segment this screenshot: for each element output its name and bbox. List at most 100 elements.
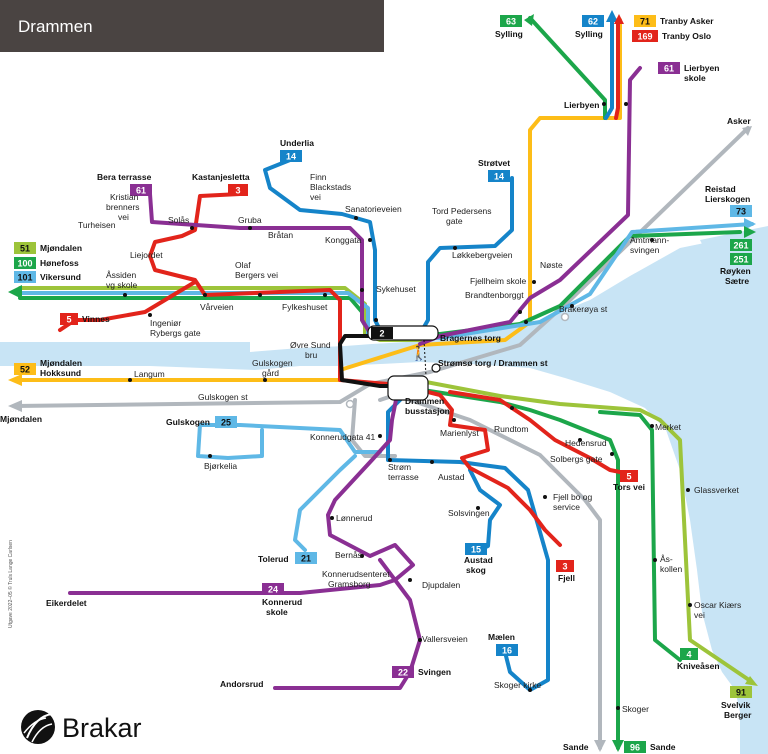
svg-text:100: 100 bbox=[17, 259, 32, 269]
badge-96: 96 bbox=[624, 741, 646, 753]
svg-text:Konggata: Konggata bbox=[325, 235, 362, 245]
svg-text:Rundtom: Rundtom bbox=[494, 424, 529, 434]
svg-text:61: 61 bbox=[136, 186, 146, 196]
svg-text:Kniveåsen: Kniveåsen bbox=[677, 661, 720, 671]
svg-text:Merket: Merket bbox=[655, 422, 682, 432]
svg-text:Gruba: Gruba bbox=[238, 215, 262, 225]
svg-text:Glassverket: Glassverket bbox=[694, 485, 740, 495]
arrow-south-icon bbox=[594, 740, 606, 752]
svg-text:Marienlyst: Marienlyst bbox=[440, 428, 479, 438]
header-title: Drammen bbox=[18, 17, 93, 36]
svg-text:Gulskogen: Gulskogen bbox=[166, 417, 210, 427]
svg-text:Vallersveien: Vallersveien bbox=[422, 634, 468, 644]
svg-text:vei: vei bbox=[694, 610, 705, 620]
badge-16: 16 bbox=[496, 644, 518, 656]
arrow-north-icon bbox=[524, 14, 534, 26]
svg-text:Tord Pedersens: Tord Pedersens bbox=[432, 206, 492, 216]
badge-2: 2 bbox=[371, 327, 393, 339]
svg-text:4: 4 bbox=[686, 650, 691, 660]
svg-text:Lierbyen: Lierbyen bbox=[684, 63, 719, 73]
svg-text:Kristian: Kristian bbox=[110, 192, 139, 202]
badge-63: 63 bbox=[500, 15, 522, 27]
badge-5-torsvei: 5 bbox=[620, 470, 638, 482]
svg-text:Asker: Asker bbox=[727, 116, 751, 126]
svg-text:Nøste: Nøste bbox=[540, 260, 563, 270]
svg-text:Mjøndalen: Mjøndalen bbox=[40, 243, 82, 253]
arrow-north-icon bbox=[614, 14, 624, 24]
svg-text:Ås-: Ås- bbox=[660, 554, 673, 564]
credit-text: Utgave 2022–05 © Truls Lange Carlsen bbox=[7, 540, 14, 628]
arrow-east-icon bbox=[744, 226, 756, 238]
svg-text:73: 73 bbox=[736, 207, 746, 217]
svg-text:Gramsborg: Gramsborg bbox=[328, 579, 371, 589]
svg-text:Andorsrud: Andorsrud bbox=[220, 679, 263, 689]
route-badges: 63 62 71 169 61 73 261 251 51 100 101 52… bbox=[14, 15, 752, 753]
svg-text:2: 2 bbox=[379, 329, 384, 339]
svg-text:Gulskogen st: Gulskogen st bbox=[198, 392, 248, 402]
svg-text:Fjell: Fjell bbox=[558, 573, 575, 583]
line-gray-konnerud bbox=[350, 398, 397, 458]
svg-text:62: 62 bbox=[588, 17, 598, 27]
svg-text:Fylkeshuset: Fylkeshuset bbox=[282, 302, 328, 312]
svg-text:101: 101 bbox=[17, 273, 32, 283]
svg-text:Fjell bo og: Fjell bo og bbox=[553, 492, 592, 502]
terminal-arrows bbox=[8, 10, 758, 752]
svg-text:kollen: kollen bbox=[660, 564, 682, 574]
badge-52: 52 bbox=[14, 363, 36, 375]
arrow-west-icon bbox=[8, 400, 22, 412]
badge-25: 25 bbox=[215, 416, 237, 428]
svg-text:Konnerud: Konnerud bbox=[262, 597, 302, 607]
arrow-west-icon bbox=[8, 285, 22, 299]
svg-text:15: 15 bbox=[471, 545, 481, 555]
svg-text:21: 21 bbox=[301, 554, 311, 564]
arrow-north-icon bbox=[606, 10, 618, 22]
svg-text:3: 3 bbox=[562, 562, 567, 572]
svg-text:Strømsø torg / Drammen st: Strømsø torg / Drammen st bbox=[438, 358, 548, 368]
svg-text:brenners: brenners bbox=[106, 202, 140, 212]
svg-text:Solås: Solås bbox=[168, 215, 189, 225]
svg-text:22: 22 bbox=[398, 668, 408, 678]
hub-gulskogen-st bbox=[345, 399, 355, 409]
svg-text:Mælen: Mælen bbox=[488, 632, 515, 642]
hub-drammen-busstasjon bbox=[387, 375, 429, 401]
svg-text:261: 261 bbox=[733, 241, 748, 251]
stop-labels: Finn Blackstads vei Sanatorieveien Kongg… bbox=[78, 172, 741, 714]
svg-text:Oscar Kiærs: Oscar Kiærs bbox=[694, 600, 741, 610]
svg-text:169: 169 bbox=[637, 32, 652, 42]
svg-text:Sylling: Sylling bbox=[495, 29, 523, 39]
svg-text:Bragernes torg: Bragernes torg bbox=[440, 333, 501, 343]
svg-text:Sylling: Sylling bbox=[575, 29, 603, 39]
svg-text:Gulskogen: Gulskogen bbox=[252, 358, 293, 368]
badge-21: 21 bbox=[295, 552, 317, 564]
svg-text:Underlia: Underlia bbox=[280, 138, 314, 148]
svg-text:Langum: Langum bbox=[134, 369, 165, 379]
svg-text:Tors vei: Tors vei bbox=[613, 482, 645, 492]
svg-text:Bjørkelia: Bjørkelia bbox=[204, 461, 237, 471]
arrow-south-icon bbox=[612, 740, 624, 752]
svg-text:Sykehuset: Sykehuset bbox=[376, 284, 416, 294]
svg-text:Mjøndalen: Mjøndalen bbox=[40, 358, 82, 368]
badge-15: 15 bbox=[465, 543, 487, 555]
svg-text:52: 52 bbox=[20, 365, 30, 375]
svg-text:vei: vei bbox=[310, 192, 321, 202]
svg-text:Skoger: Skoger bbox=[622, 704, 649, 714]
line-green-63 bbox=[528, 16, 607, 120]
badge-61-bera: 61 bbox=[130, 184, 152, 196]
svg-text:Olaf: Olaf bbox=[235, 260, 251, 270]
svg-text:Reistad: Reistad bbox=[705, 184, 736, 194]
line-purple-konnerud bbox=[68, 388, 415, 595]
svg-text:16: 16 bbox=[502, 646, 512, 656]
svg-text:Austad: Austad bbox=[438, 472, 465, 482]
svg-text:24: 24 bbox=[268, 585, 278, 595]
svg-text:Solsvingen: Solsvingen bbox=[448, 508, 490, 518]
svg-text:Eikerdelet: Eikerdelet bbox=[46, 598, 87, 608]
svg-text:Vikersund: Vikersund bbox=[40, 272, 81, 282]
badge-71: 71 bbox=[634, 15, 656, 27]
line-red-169 bbox=[614, 18, 620, 120]
svg-text:Åssiden: Åssiden bbox=[106, 270, 137, 280]
svg-text:Konnerudsenteret: Konnerudsenteret bbox=[322, 569, 390, 579]
svg-text:25: 25 bbox=[221, 418, 231, 428]
badge-22: 22 bbox=[392, 666, 414, 678]
svg-text:Strøm: Strøm bbox=[388, 462, 411, 472]
